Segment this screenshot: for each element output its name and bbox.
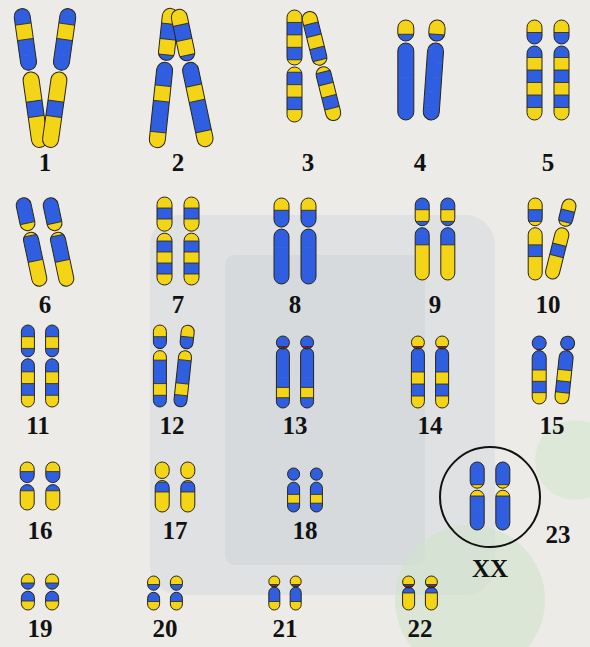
chromosome [422,19,447,121]
chromosome [180,462,196,513]
chromosome [553,20,570,121]
chromosome-number: 12 [160,413,185,438]
chromosome [424,576,438,611]
chromosome-number: 3 [302,150,315,175]
chromosome [169,576,183,611]
chromosome-number: 20 [153,616,178,641]
chromosome [45,574,60,611]
chromosome [414,198,430,281]
chromosome [40,7,77,149]
chromosome [397,20,415,121]
chromosome [300,10,344,123]
chromosome-number: 22 [408,616,433,641]
chromosome [469,462,485,531]
chromosome-number: 9 [429,292,442,317]
chromosome [543,197,579,281]
chromosome [300,336,315,409]
chromosome [152,325,167,408]
chromosome [172,324,196,408]
chromosome [147,576,161,611]
chromosome-number: 15 [540,413,565,438]
chromosome [435,336,450,409]
chromosome [19,462,35,511]
chromosome [273,198,290,285]
chromosome-number: 8 [289,292,302,317]
chromosome [268,576,281,611]
chromosome [526,20,543,121]
chromosome-number: 13 [283,413,308,438]
chromosome [289,576,302,611]
chromosome [402,576,416,611]
chromosome [154,462,170,513]
chromosome-number: 21 [273,616,298,641]
faint-panel [225,255,425,565]
chromosome [286,10,303,123]
highlight-circle [440,447,540,547]
chromosome-number: 11 [26,413,50,438]
chromosome [20,574,35,611]
sex-chromosome-label: XX [472,556,508,581]
chromosome-number: 1 [39,150,52,175]
chromosome-number: 17 [163,518,188,543]
chromosome [20,325,35,408]
chromosome [45,325,60,408]
chromosome [275,336,290,409]
chromosome-number: 7 [172,292,185,317]
chromosome [410,336,425,409]
chromosome [45,462,61,511]
chromosome [309,468,323,513]
chromosome [183,197,200,286]
chromosome-number: 14 [418,413,443,438]
chromosome [440,198,456,281]
chromosome [156,197,173,286]
chromosome [169,8,216,149]
chromosome-number: 19 [28,616,53,641]
chromosome-number: 5 [542,150,555,175]
chromosome [300,198,317,285]
chromosome [41,196,76,288]
chromosome [287,468,301,513]
chromosome-number: 4 [414,150,427,175]
chromosome [495,462,511,531]
chromosome-number: 6 [39,292,52,317]
chromosome-number: 23 [546,522,571,547]
chromosome [527,198,543,281]
chromosome-number: 18 [293,518,318,543]
chromosome-number: 10 [536,292,561,317]
chromosome-number: 16 [28,518,53,543]
chromosome-number: 2 [172,150,185,175]
chromosome [553,335,576,405]
chromosome [531,336,547,405]
